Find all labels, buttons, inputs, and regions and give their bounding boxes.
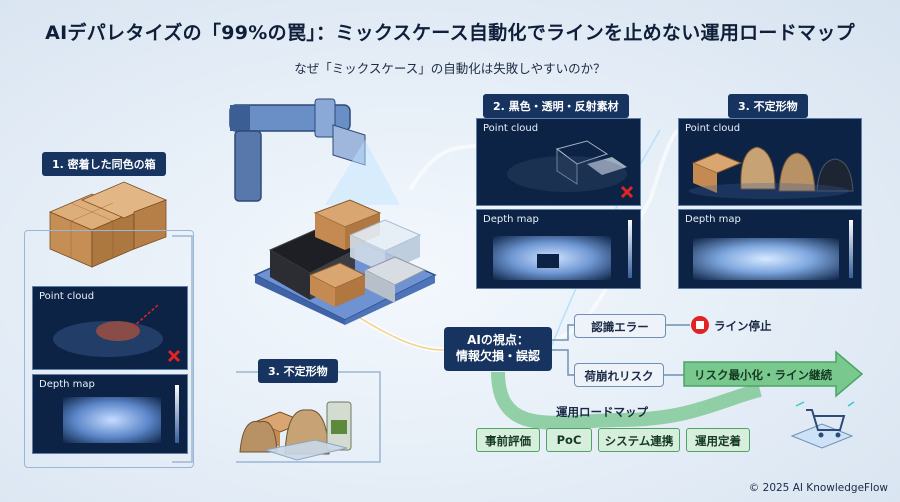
collapse-risk-callout: 荷崩れリスク — [574, 363, 664, 387]
depth-colorbar — [849, 220, 853, 278]
depth-hole — [537, 254, 559, 268]
section-label-boxes: 1. 密着した同色の箱 — [42, 152, 166, 176]
pallet-icon — [253, 199, 437, 325]
depth-colorbar — [628, 220, 632, 278]
boxes-point-cloud-panel: Point cloud — [32, 286, 188, 370]
irregular-point-cloud-panel: Point cloud — [678, 118, 862, 206]
point-cloud-scatter — [53, 304, 163, 357]
dark-point-cloud-panel: Point cloud — [476, 118, 641, 206]
section-label-irregular-bottom: 3. 不定形物 — [258, 359, 338, 383]
result-label: リスク最小化・ライン継続 — [694, 368, 832, 382]
cart-icon — [790, 401, 855, 449]
irregular-depth-map-panel: Depth map — [678, 209, 862, 289]
error-x-icon — [620, 185, 634, 199]
roadmap-step-poc: PoC — [546, 428, 592, 452]
error-x-icon — [167, 349, 181, 363]
dark-depth-map-panel: Depth map — [476, 209, 641, 289]
sacks-icon — [239, 401, 352, 461]
irregular-sacks-image — [689, 146, 854, 199]
section-label-irregular: 3. 不定形物 — [728, 94, 808, 118]
depth-blob — [63, 397, 161, 443]
roadmap-step-assessment: 事前評価 — [476, 428, 540, 452]
robot-arm-icon — [229, 98, 400, 205]
section-label-dark: 2. 黒色・透明・反射素材 — [483, 94, 629, 118]
boxes-depth-map-panel: Depth map — [32, 374, 188, 454]
page-subtitle: なぜ「ミックスケース」の自動化は失敗しやすいのか？ — [294, 61, 606, 76]
boxes-icon — [48, 181, 168, 268]
depth-colorbar — [175, 385, 179, 443]
boxes-frame — [24, 230, 194, 468]
stop-icon — [691, 316, 709, 334]
dark-point-cloud — [507, 140, 627, 192]
depth-blob — [693, 238, 839, 280]
roadmap-label: 運用ロードマップ — [556, 405, 648, 419]
line-stop-label: ライン停止 — [714, 319, 772, 333]
ai-view-node: AIの視点： 情報欠損・誤認 — [444, 327, 552, 371]
page-title: AIデパレタイズの「99%の罠」：ミックスケース自動化でラインを止めない運用ロー… — [45, 22, 855, 44]
roadmap-step-integration: システム連携 — [598, 428, 680, 452]
roadmap-step-operation: 運用定着 — [686, 428, 750, 452]
recognition-error-callout: 認識エラー — [574, 314, 666, 338]
copyright: © 2025 AI KnowledgeFlow — [748, 482, 888, 494]
